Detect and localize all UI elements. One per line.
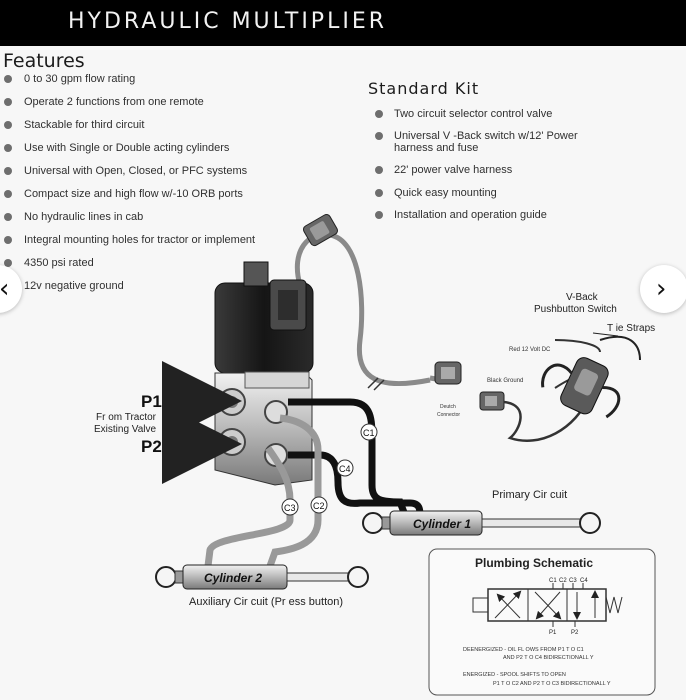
c3-port-label: C3 bbox=[281, 498, 299, 516]
c2-port-label: C2 bbox=[310, 496, 328, 514]
cylinder-1: Cylinder 1 bbox=[362, 510, 601, 536]
schematic-p2: P2 bbox=[571, 630, 579, 636]
bullet-icon bbox=[375, 110, 383, 118]
bullet-icon bbox=[4, 213, 12, 221]
bullet-icon bbox=[4, 190, 12, 198]
svg-text:C1: C1 bbox=[363, 428, 375, 438]
p1-label: P1 bbox=[141, 392, 162, 411]
primary-circuit-label: Primary Cir cuit bbox=[492, 489, 567, 501]
deenergized-line-1: DEENERGIZED - OIL FL OWS FROM P1 T O C1 bbox=[463, 647, 584, 653]
standard-kit-heading: Standard Kit bbox=[368, 79, 480, 98]
from-tractor-label: Fr om Tractor bbox=[96, 412, 157, 423]
energized-line-2: P1 T O C2 AND P2 T O C3 BIDIRECTIONALL Y bbox=[493, 681, 611, 687]
p2-label: P2 bbox=[141, 437, 162, 456]
red-wire-label: Red 12 Volt DC bbox=[509, 347, 551, 353]
schematic-c2: C2 bbox=[559, 578, 567, 584]
switch-wire bbox=[503, 394, 592, 442]
bullet-icon bbox=[4, 144, 12, 152]
schematic-p1: P1 bbox=[549, 630, 557, 636]
deutsch-connector bbox=[429, 361, 505, 411]
kit-text-line-1: Two circuit selector control valve bbox=[394, 108, 553, 120]
deutsch-label-1: Deutch bbox=[440, 404, 456, 410]
bullet-icon bbox=[375, 166, 383, 174]
page-title: HYDRAULIC MULTIPLIER bbox=[68, 9, 388, 34]
schematic-c1: C1 bbox=[549, 578, 557, 584]
kit-text-line-1: Universal V -Back switch w/12' Power bbox=[394, 130, 578, 142]
energized-line-1: ENERGIZED - SPOOL SHIFTS TO OPEN bbox=[463, 672, 566, 678]
vback-label-1: V-Back bbox=[566, 292, 599, 303]
features-heading: Features bbox=[3, 50, 85, 72]
bullet-icon bbox=[4, 75, 12, 83]
chevron-right-icon: › bbox=[656, 274, 667, 304]
vback-label-2: Pushbutton Switch bbox=[534, 304, 617, 315]
hose-c2 bbox=[266, 414, 322, 568]
bullet-icon bbox=[4, 121, 12, 129]
svg-text:C4: C4 bbox=[339, 464, 351, 474]
cylinder-1-label: Cylinder 1 bbox=[413, 517, 471, 531]
harness-plug-top bbox=[302, 213, 339, 247]
vback-switch bbox=[541, 357, 621, 419]
tie-straps-label: T ie Straps bbox=[607, 323, 655, 334]
bullet-icon bbox=[375, 132, 383, 140]
feature-text: Operate 2 functions from one remote bbox=[24, 96, 204, 108]
feature-text: Stackable for third circuit bbox=[24, 119, 145, 131]
c4-port-label: C4 bbox=[336, 459, 354, 477]
bullet-icon bbox=[375, 189, 383, 197]
deenergized-line-2: AND P2 T O C4 BIDIRECTIONALL Y bbox=[503, 655, 594, 661]
feature-text: 0 to 30 gpm flow rating bbox=[24, 73, 136, 85]
prev-image-button[interactable]: ‹ bbox=[0, 265, 22, 313]
cylinder-2: Cylinder 2 bbox=[155, 564, 369, 590]
feature-text: Use with Single or Double acting cylinde… bbox=[24, 142, 230, 154]
solenoid-harness bbox=[294, 231, 431, 387]
kit-text-line-1: 22' power valve harness bbox=[394, 164, 513, 176]
kit-text-line-1: Installation and operation guide bbox=[394, 209, 547, 221]
feature-text: Universal with Open, Closed, or PFC syst… bbox=[24, 165, 248, 177]
kit-text-line-2: harness and fuse bbox=[394, 142, 479, 154]
bullet-icon bbox=[4, 259, 12, 267]
svg-text:C3: C3 bbox=[284, 503, 296, 513]
feature-text: Compact size and high flow w/-10 ORB por… bbox=[24, 188, 243, 200]
cylinder-2-label: Cylinder 2 bbox=[204, 571, 262, 585]
valve-body bbox=[214, 371, 313, 486]
hose-c3 bbox=[204, 445, 294, 567]
feature-text: 12v negative ground bbox=[24, 280, 124, 292]
feature-text: 4350 psi rated bbox=[24, 257, 94, 269]
plumbing-schematic: Plumbing Schematic C1 C2 C3 C4 P1 P2 DEE… bbox=[428, 548, 656, 696]
chevron-left-icon: ‹ bbox=[0, 274, 10, 304]
deutsch-label-2: Connector bbox=[437, 412, 460, 418]
feature-text: No hydraulic lines in cab bbox=[24, 211, 144, 223]
black-ground-label: Black Ground bbox=[487, 378, 523, 384]
c1-port-label: C1 bbox=[360, 423, 378, 441]
svg-text:C2: C2 bbox=[313, 501, 325, 511]
bullet-icon bbox=[4, 98, 12, 106]
hose-c4 bbox=[288, 451, 424, 516]
bullet-icon bbox=[4, 236, 12, 244]
header-bar: HYDRAULIC MULTIPLIER bbox=[0, 0, 686, 46]
schematic-c4: C4 bbox=[580, 578, 588, 584]
auxiliary-circuit-label: Auxiliary Cir cuit (Pr ess button) bbox=[189, 596, 343, 608]
next-image-button[interactable]: › bbox=[640, 265, 686, 313]
feature-text: Integral mounting holes for tractor or i… bbox=[24, 234, 256, 246]
kit-text-line-1: Quick easy mounting bbox=[394, 187, 497, 199]
bullet-icon bbox=[375, 211, 383, 219]
schematic-c3: C3 bbox=[569, 578, 577, 584]
bullet-icon bbox=[4, 167, 12, 175]
schematic-title: Plumbing Schematic bbox=[475, 556, 593, 570]
existing-valve-label: Existing Valve bbox=[94, 424, 157, 435]
